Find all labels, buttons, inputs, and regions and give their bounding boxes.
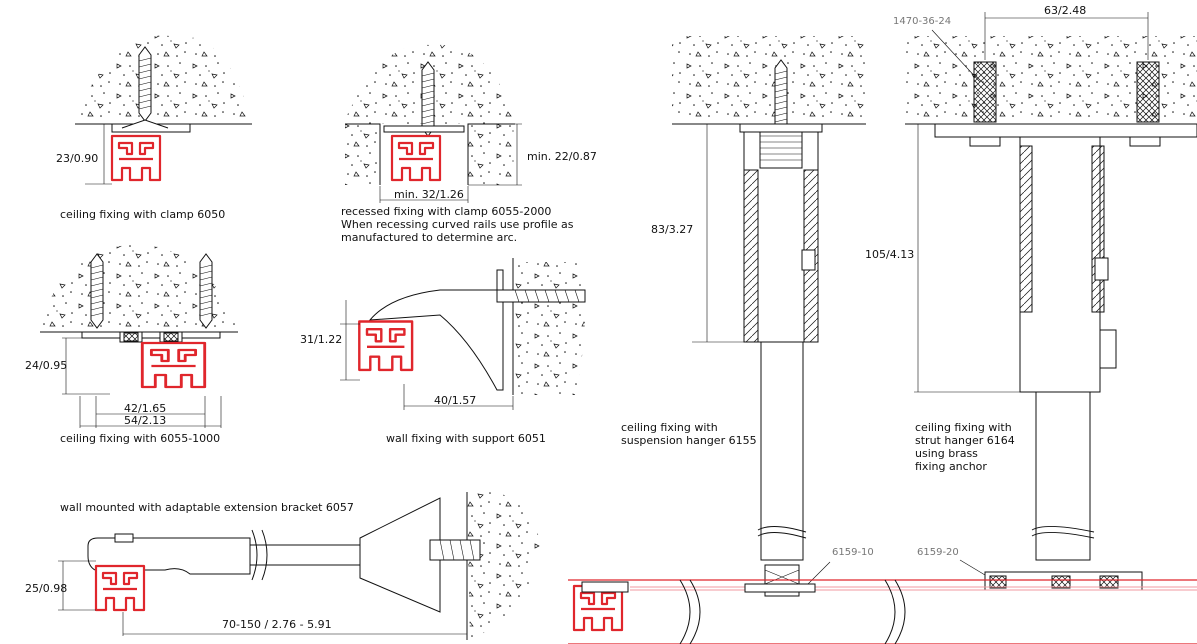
caption-recessed-2: When recessing curved rails use profile … [341,218,574,231]
dim-inner-width: 42/1.65 [124,402,166,415]
dim-clamp-height: 23/0.90 [56,152,98,165]
caption-recessed-1: recessed fixing with clamp 6055-2000 [341,205,551,218]
dim-bracket-range: 70-150 / 2.76 - 5.91 [222,618,332,631]
caption-wall-support-6051: wall fixing with support 6051 [386,432,546,445]
dim-recess-width: min. 32/1.26 [394,188,464,201]
caption-strut-4: fixing anchor [915,460,987,473]
rail-profile-recessed [390,134,442,182]
rail-profile-wall [358,320,414,372]
dim-wall-height: 31/1.22 [300,333,342,346]
figure-ceiling-6055-1000: 24/0.95 42/1.65 54/2.13 ceiling fixing w… [25,244,240,445]
rail-profile-bracket [94,564,146,612]
figure-ceiling-clamp-6050: 23/0.90 ceiling fixing with clamp 6050 [56,35,252,221]
caption-suspension-1: ceiling fixing with [621,421,718,434]
part-suspension-clip: 6159-10 [832,547,874,558]
figure-wall-support-6051: 31/1.22 40/1.57 wall fixing with support… [300,258,586,445]
caption-wall-bracket-6057: wall mounted with adaptable extension br… [60,501,354,514]
caption-ceiling-clamp-6050: ceiling fixing with clamp 6050 [60,208,225,221]
dim-strut-length: 105/4.13 [865,248,914,261]
rail-profile-ceiling [140,341,207,389]
caption-strut-2: strut hanger 6164 [915,434,1015,447]
caption-ceiling-6055-1000: ceiling fixing with 6055-1000 [60,432,220,445]
part-anchor: 1470-36-24 [893,16,951,27]
dim-suspension-length: 83/3.27 [651,223,693,236]
dim-anchor-spacing: 63/2.48 [1044,4,1086,17]
dim-ceiling-height: 24/0.95 [25,359,67,372]
long-rail-section [568,579,1197,644]
dim-wall-projection: 40/1.57 [434,394,476,407]
figure-recessed-fixing: min. 22/0.87 min. 32/1.26 recessed fixin… [341,44,597,244]
rail-profile [110,134,162,182]
part-strut-clip: 6159-20 [917,547,959,558]
caption-strut-1: ceiling fixing with [915,421,1012,434]
figure-wall-bracket-6057: wall mounted with adaptable extension br… [25,492,540,640]
figure-suspension-hanger-6155: 83/3.27 ceiling fixing with suspension h… [621,36,874,597]
figure-strut-hanger-6164: 105/4.13 63/2.48 1470-36-24 ceiling fixi… [865,4,1197,591]
dim-bracket-height: 25/0.98 [25,582,67,595]
caption-suspension-2: suspension hanger 6155 [621,434,757,447]
caption-recessed-3: manufactured to determine arc. [341,231,517,244]
dim-outer-width: 54/2.13 [124,414,166,427]
rail-profile-end [572,584,624,632]
dim-recess-depth: min. 22/0.87 [527,150,597,163]
caption-strut-3: using brass [915,447,978,460]
